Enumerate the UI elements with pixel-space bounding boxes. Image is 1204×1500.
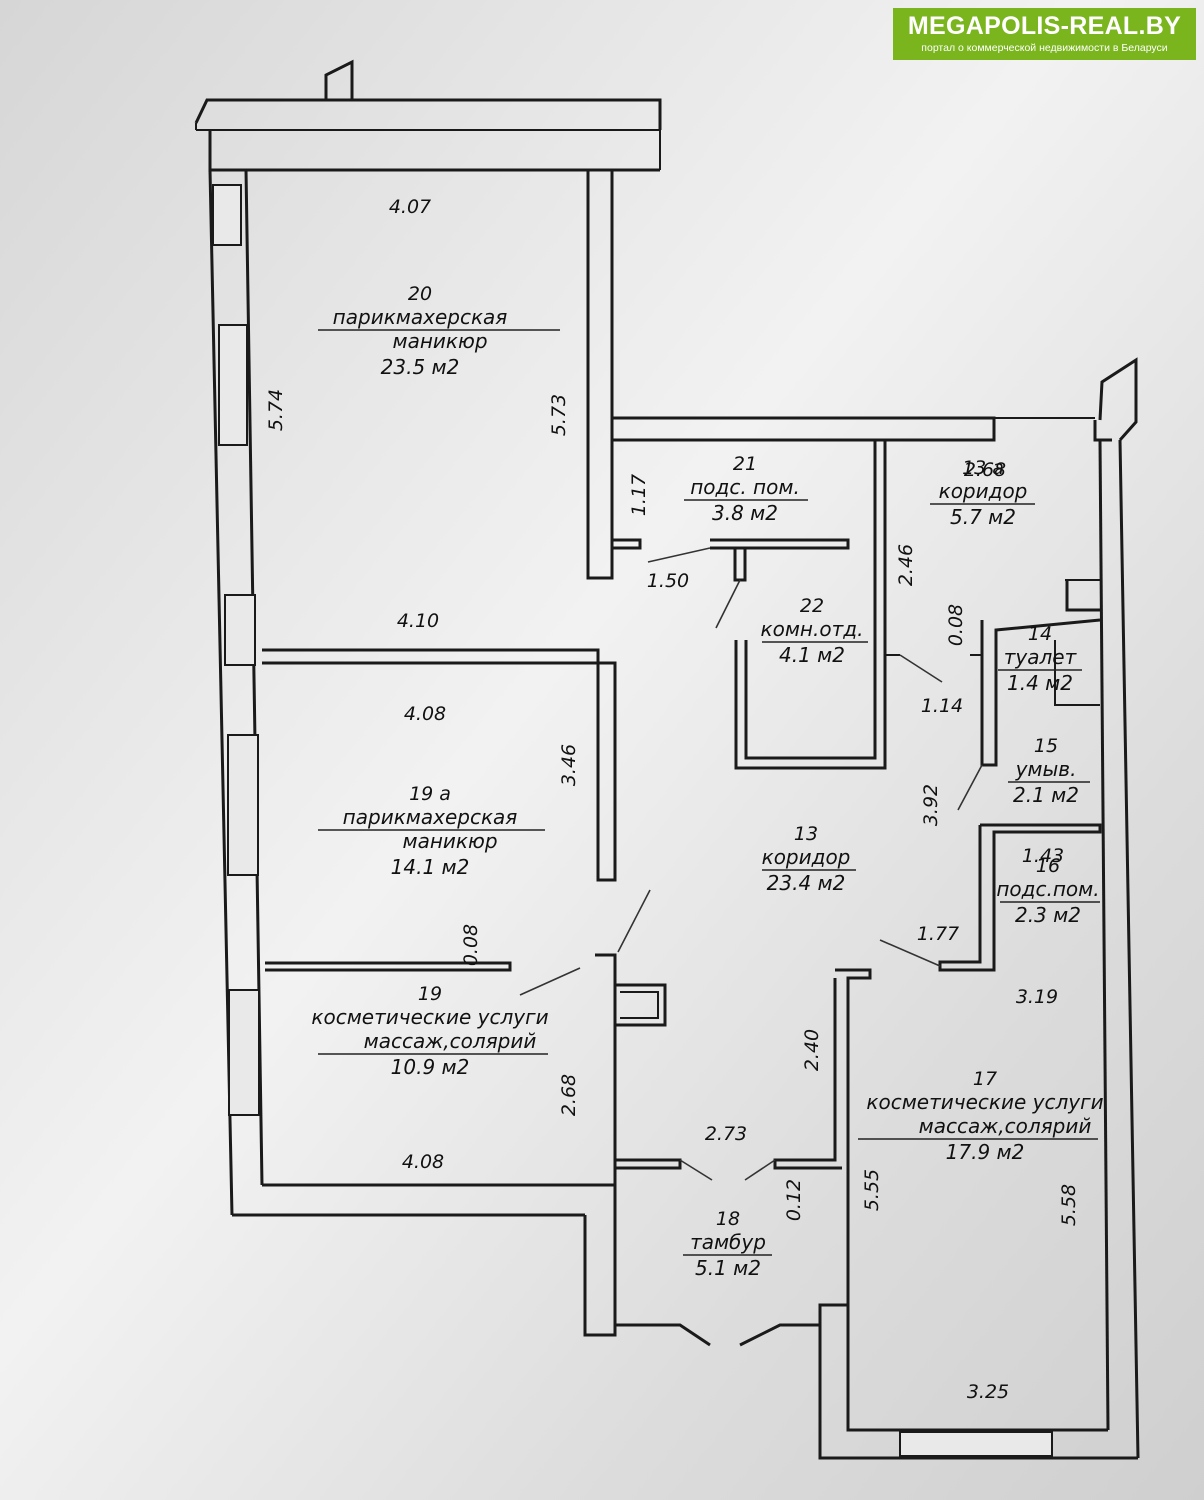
- logo-subtitle: портал о коммерческой недвижимости в Бел…: [921, 42, 1168, 54]
- dimension-label: 0.08: [460, 924, 482, 966]
- room-number: 19: [418, 983, 442, 1005]
- window-5: [228, 989, 260, 1116]
- room-area: 2.3 м2: [1015, 903, 1081, 927]
- dimension-label: 4.08: [404, 703, 446, 725]
- room-area: 14.1 м2: [391, 855, 470, 879]
- dimension-label: 2.68: [558, 1074, 580, 1116]
- dimension-label: 3.19: [1016, 986, 1058, 1008]
- room-number: 16: [1036, 855, 1060, 877]
- dimension-label: 4.08: [402, 1151, 444, 1173]
- window-4: [227, 734, 259, 876]
- dimension-label: 1.77: [917, 923, 959, 945]
- window-1: [212, 184, 242, 246]
- dimension-label: 0.12: [783, 1179, 805, 1221]
- room-name: массаж,солярий: [919, 1114, 1092, 1138]
- room-name: комн.отд.: [761, 617, 864, 641]
- room-name: маникюр: [392, 329, 487, 353]
- room-area: 23.4 м2: [767, 871, 846, 895]
- room-area: 3.8 м2: [712, 501, 778, 525]
- dimension-label: 1.14: [921, 695, 963, 717]
- dimension-label: 4.07: [389, 196, 431, 218]
- windows: [212, 184, 1053, 1457]
- dimension-label: 5.55: [861, 1169, 883, 1211]
- room-area: 1.4 м2: [1007, 671, 1073, 695]
- room-name: маникюр: [402, 829, 497, 853]
- window-6: [899, 1431, 1053, 1457]
- dimension-label: 5.73: [548, 394, 570, 436]
- room-number: 17: [973, 1068, 997, 1090]
- room-name: коридор: [762, 845, 851, 869]
- dimension-label: 5.74: [265, 389, 287, 431]
- room-name: массаж,солярий: [364, 1029, 537, 1053]
- room-number: 18: [716, 1208, 740, 1230]
- logo-title: MEGAPOLIS-REAL.BY: [907, 12, 1182, 40]
- dimension-label: 0.08: [945, 604, 967, 646]
- room-number: 21: [733, 453, 757, 475]
- dimension-label: 5.58: [1058, 1184, 1080, 1226]
- room-number: 13 а: [962, 457, 1004, 479]
- room-area: 17.9 м2: [946, 1140, 1025, 1164]
- walls: [194, 59, 1140, 1460]
- dimension-label: 1.50: [647, 570, 689, 592]
- dimension-label: 3.25: [967, 1381, 1009, 1403]
- site-logo-badge[interactable]: MEGAPOLIS-REAL.BY портал о коммерческой …: [893, 8, 1196, 60]
- room-number: 13: [794, 823, 818, 845]
- dimension-label: 3.92: [920, 784, 942, 826]
- room-number: 22: [800, 595, 824, 617]
- room-area: 5.7 м2: [950, 505, 1016, 529]
- room-name: косметические услуги: [311, 1005, 548, 1029]
- dimension-label: 3.46: [558, 744, 580, 786]
- room-number: 15: [1034, 735, 1058, 757]
- window-2: [218, 324, 248, 446]
- room-area: 5.1 м2: [695, 1256, 761, 1280]
- dimension-label: 2.46: [895, 544, 917, 586]
- dimension-label: 1.17: [628, 474, 650, 516]
- room-area: 10.9 м2: [391, 1055, 470, 1079]
- room-name: умыв.: [1015, 757, 1077, 781]
- room-area: 23.5 м2: [381, 355, 460, 379]
- room-number: 20: [408, 283, 432, 305]
- dimension-label: 2.73: [705, 1123, 747, 1145]
- room-area: 2.1 м2: [1013, 783, 1079, 807]
- room-name: косметические услуги: [866, 1090, 1103, 1114]
- room-name: парикмахерская: [333, 305, 508, 329]
- door-swings: [519, 547, 983, 1181]
- dimension-label: 4.10: [397, 610, 439, 632]
- room-number: 19 а: [409, 783, 451, 805]
- dimension-label: 2.40: [801, 1029, 823, 1071]
- dimension-label: 2.68: [964, 459, 1006, 481]
- room-name: подс.пом.: [996, 877, 1099, 901]
- room-area: 4.1 м2: [779, 643, 845, 667]
- room-name: подс. пом.: [690, 475, 800, 499]
- room-number: 14: [1028, 623, 1052, 645]
- room-name: тамбур: [690, 1230, 766, 1254]
- dimension-label: 1.43: [1022, 845, 1064, 867]
- room-name: коридор: [939, 479, 1028, 503]
- room-name: парикмахерская: [343, 805, 518, 829]
- window-3: [224, 594, 256, 666]
- room-name: туалет: [1004, 645, 1078, 669]
